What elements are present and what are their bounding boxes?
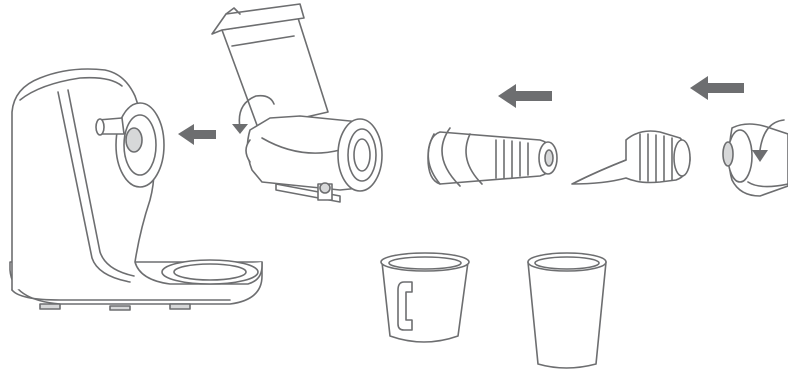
auger xyxy=(428,128,557,186)
arrow-drum-to-base xyxy=(178,124,216,145)
arrow-auger-to-drum xyxy=(498,84,552,108)
motor-base xyxy=(10,69,262,310)
arrow-cap-to-screen xyxy=(690,76,744,100)
juicing-drum-with-hopper xyxy=(212,4,382,202)
juicing-screen xyxy=(572,131,690,184)
pulp-cup xyxy=(528,253,606,368)
end-cap xyxy=(723,124,788,196)
juice-cup xyxy=(381,253,469,342)
